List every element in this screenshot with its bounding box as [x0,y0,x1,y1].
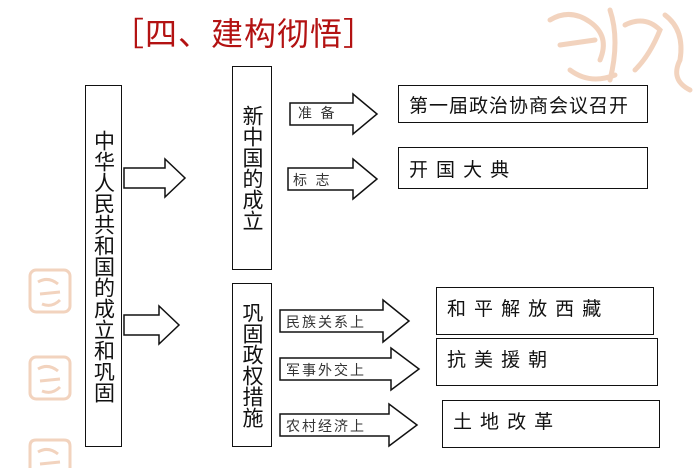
arrow-right-icon [279,346,421,392]
result-box: 抗 美 援 朝 [436,338,658,386]
result-box: 开 国 大 典 [398,147,648,189]
arrow-label: 准 备 [298,106,337,122]
result-box: 第一届政治协商会议召开 [398,85,648,123]
arrow-right-icon [279,402,419,448]
arrow-label: 农村经济上 [286,419,366,435]
section-box-consolidation: 巩固政权措施 [232,283,272,447]
arrow-right-icon [279,298,411,344]
page-title: ［四、建构彻悟］ [112,15,377,53]
arrow-label: 标 志 [293,173,332,189]
main-topic-box: 中华人民共和国的成立和巩固 [85,85,122,447]
result-box: 和 平 解 放 西 藏 [436,287,654,335]
arrow-right-icon [289,92,379,136]
arrow-label: 民族关系上 [286,315,366,331]
arrow-label: 军事外交上 [286,363,366,379]
arrow-right-icon [123,304,181,346]
seal-watermark-left-3 [28,438,72,468]
arrow-right-icon [287,157,379,201]
seal-watermark-left-2 [28,355,72,401]
seal-watermark-left-1 [28,268,72,314]
seal-watermark-top-right [547,7,693,93]
arrow-right-icon [123,157,187,199]
result-box: 土 地 改 革 [442,400,660,448]
section-box-founding: 新中国的成立 [232,66,272,270]
